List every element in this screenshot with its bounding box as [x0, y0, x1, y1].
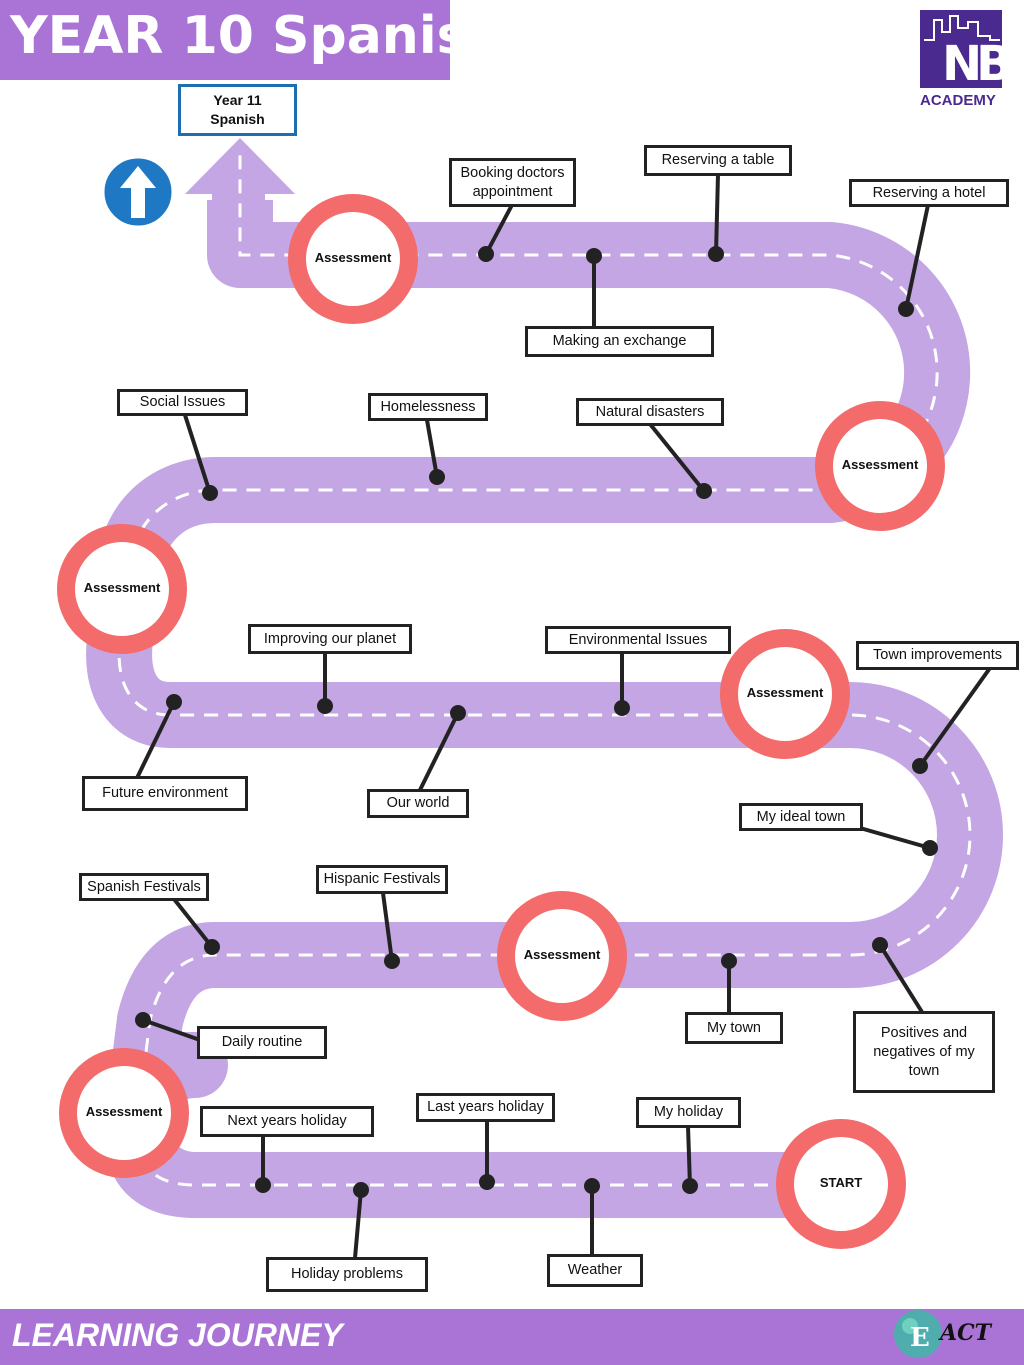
topic-daily-routine: Daily routine [197, 1026, 327, 1059]
topic-booking-doctors: Booking doctors appointment [449, 158, 576, 207]
start-label: START [819, 1175, 863, 1190]
nb-academy-logo: NB ACADEMY [912, 10, 1013, 110]
topic-weather: Weather [547, 1254, 643, 1287]
assessment-label: Assessment [83, 580, 161, 595]
topic-my-town: My town [685, 1012, 783, 1044]
assessment-label: Assessment [85, 1104, 163, 1119]
page-title: YEAR 10 Spanish [10, 6, 505, 66]
topic-natural-disasters: Natural disasters [576, 398, 724, 426]
topic-my-holiday: My holiday [636, 1097, 741, 1128]
road-center-line [117, 150, 972, 1187]
topic-reserving-table: Reserving a table [644, 145, 792, 176]
e-act-logo: E ACT [888, 1300, 998, 1362]
logo-letters: NB [942, 36, 1013, 92]
topic-environmental-issues: Environmental Issues [545, 626, 731, 654]
footer-title: LEARNING JOURNEY [12, 1317, 343, 1353]
connectors [135, 173, 992, 1259]
topic-reserving-hotel: Reserving a hotel [849, 179, 1009, 207]
topic-next-years-holiday: Next years holiday [200, 1106, 374, 1137]
topic-our-world: Our world [367, 789, 469, 818]
assessment-rings [57, 194, 945, 1249]
topic-positives-negatives: Positives and negatives of my town [853, 1011, 995, 1093]
topic-dots [135, 246, 938, 1198]
topic-last-years-holiday: Last years holiday [416, 1093, 555, 1122]
topic-my-ideal-town: My ideal town [739, 803, 863, 831]
footer-banner: LEARNING JOURNEY [0, 1309, 1024, 1365]
assessment-label: Assessment [746, 685, 824, 700]
topic-improving-planet: Improving our planet [248, 624, 412, 654]
assessment-label: Assessment [523, 947, 601, 962]
topic-hispanic-festivals: Hispanic Festivals [316, 865, 448, 894]
svg-text:E: E [910, 1323, 930, 1353]
topic-holiday-problems: Holiday problems [266, 1257, 428, 1292]
e-act-emblem-icon: E [894, 1310, 942, 1358]
topic-spanish-festivals: Spanish Festivals [79, 873, 209, 901]
assessment-label: Assessment [314, 250, 392, 265]
logo-caption: ACADEMY [920, 92, 996, 109]
topic-future-environment: Future environment [82, 776, 248, 811]
skyline-icon [924, 15, 1000, 41]
up-arrow-sign-icon [101, 155, 175, 229]
logo-box: NB [920, 10, 1013, 92]
e-act-text: ACT [940, 1320, 991, 1346]
topic-making-exchange: Making an exchange [525, 326, 714, 357]
topic-homelessness: Homelessness [368, 393, 488, 421]
year-11-goal-box: Year 11 Spanish [178, 84, 297, 136]
title-banner: YEAR 10 Spanish [0, 0, 505, 80]
topic-town-improvements: Town improvements [856, 641, 1019, 670]
topic-social-issues: Social Issues [117, 389, 248, 416]
assessment-label: Assessment [841, 457, 919, 472]
